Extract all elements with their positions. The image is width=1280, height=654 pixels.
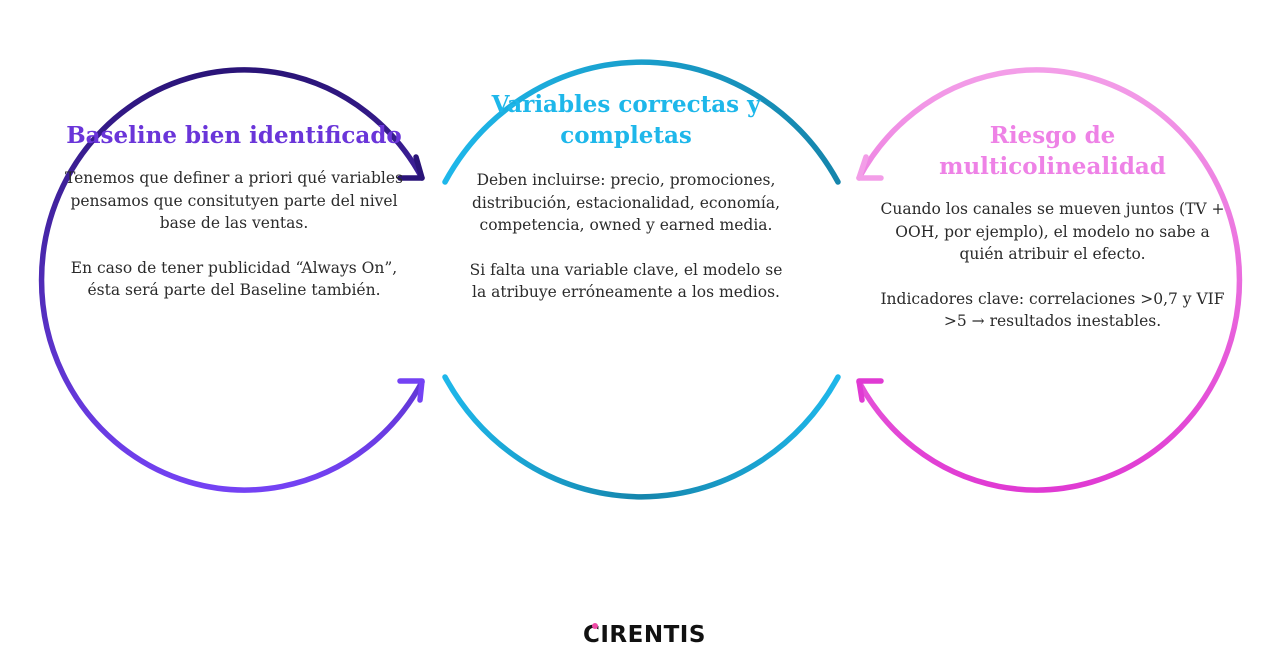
variables-title: Variables correctas y completas <box>491 91 761 149</box>
multicollinearity-paragraph-1: Cuando los canales se mueven juntos (TV … <box>880 200 1225 263</box>
right-top-arrowhead-icon <box>856 154 884 181</box>
variables-paragraph-2: Si falta una variable clave, el modelo s… <box>469 260 783 302</box>
right-bottom-arrowhead-icon <box>856 378 884 403</box>
logo-dot-icon <box>592 623 598 629</box>
baseline-block: Baseline bien identificado Tenemos que d… <box>64 120 404 324</box>
left-bottom-arrowhead-icon <box>397 378 425 403</box>
multicollinearity-title: Riesgo de multicolinealidad <box>939 122 1166 180</box>
variables-block: Variables correctas y completas Deben in… <box>466 89 786 326</box>
multicollinearity-description: Cuando los canales se mueven juntos (TV … <box>880 198 1225 333</box>
variables-paragraph-1: Deben incluirse: precio, promociones, di… <box>471 171 781 234</box>
variables-description: Deben incluirse: precio, promociones, di… <box>466 169 786 304</box>
cirentis-logo: CIRENTIS <box>583 622 705 652</box>
middle-circle-top-arc <box>442 59 841 185</box>
baseline-paragraph-1: Tenemos que definer a priori qué variabl… <box>64 169 403 232</box>
baseline-description: Tenemos que definer a priori qué variabl… <box>64 167 404 302</box>
baseline-title: Baseline bien identificado <box>66 122 402 149</box>
middle-circle-bottom-arc <box>442 374 841 500</box>
left-circle-arc <box>38 67 425 493</box>
logo-text: CIRENTIS <box>583 622 706 648</box>
right-circle-arc <box>856 67 1243 493</box>
left-top-arrowhead-icon <box>397 154 425 181</box>
multicollinearity-paragraph-2: Indicadores clave: correlaciones >0,7 y … <box>880 289 1225 331</box>
multicollinearity-block: Riesgo de multicolinealidad Cuando los c… <box>880 120 1225 355</box>
baseline-paragraph-2: En caso de tener publicidad “Always On”,… <box>70 258 398 300</box>
